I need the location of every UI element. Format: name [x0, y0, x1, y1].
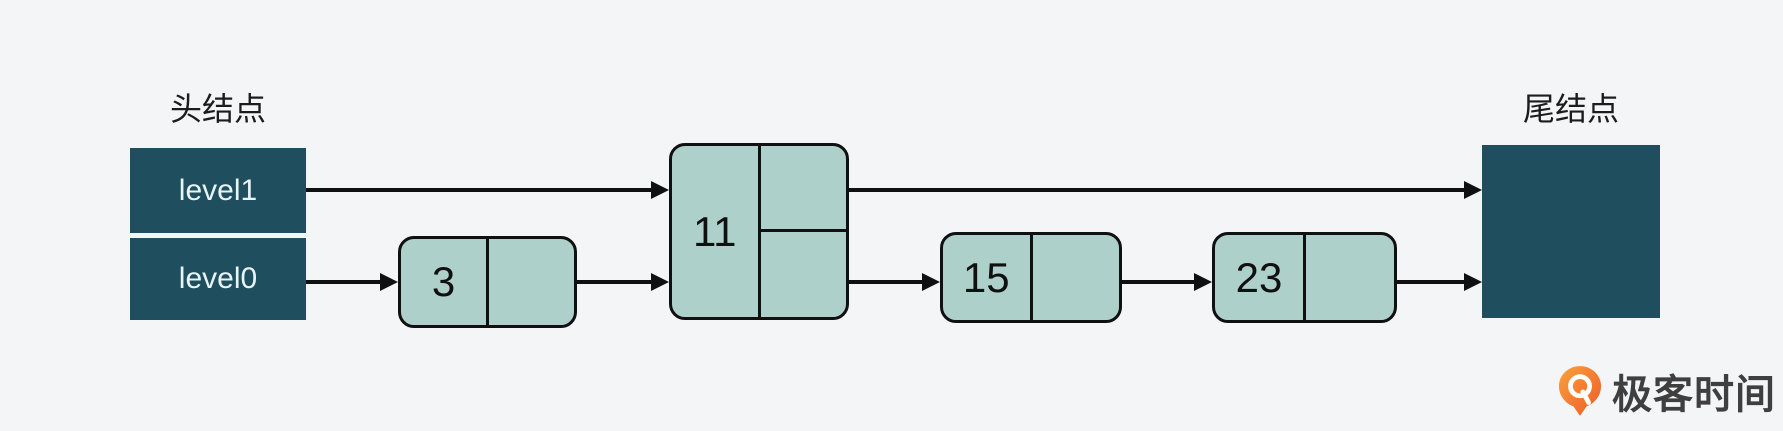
node-3-pointer-cell — [489, 239, 574, 325]
list-node-11: 11 — [669, 143, 849, 320]
arrow-head-level0-to-3 — [306, 273, 398, 291]
node-15-pointer-cell — [1033, 235, 1120, 320]
node-11-level0-pointer-cell — [761, 232, 847, 318]
node-11-value: 11 — [672, 146, 761, 317]
geektime-logo: 极客时间 — [1558, 362, 1776, 420]
node-23-pointer-cell — [1306, 235, 1394, 320]
head-level1-label: level1 — [178, 173, 258, 207]
head-node-level1: level1 — [130, 148, 306, 233]
head-node-level0: level0 — [130, 238, 306, 320]
arrow-23-to-tail — [1397, 273, 1482, 291]
node-11-level1-pointer-cell — [760, 146, 846, 232]
arrow-3-to-11 — [577, 273, 669, 291]
arrow-11-level0-to-15 — [849, 273, 940, 291]
tail-node — [1482, 145, 1660, 318]
head-node-label: 头结点 — [169, 91, 266, 127]
node-3-value: 3 — [401, 239, 489, 325]
arrow-11-level1-to-tail — [849, 181, 1482, 199]
arrow-15-to-23 — [1122, 273, 1212, 291]
head-level0-label: level0 — [178, 262, 258, 295]
list-node-3: 3 — [398, 236, 577, 328]
geektime-logo-icon — [1558, 366, 1602, 416]
arrow-head-level1-to-11 — [306, 181, 669, 199]
node-15-value: 15 — [943, 235, 1033, 320]
list-node-23: 23 — [1212, 232, 1397, 323]
geektime-logo-text: 极客时间 — [1612, 373, 1776, 417]
node-11-pointer-column — [760, 146, 847, 318]
node-23-value: 23 — [1215, 235, 1306, 320]
list-node-15: 15 — [940, 232, 1122, 323]
tail-node-label: 尾结点 — [1522, 91, 1619, 127]
